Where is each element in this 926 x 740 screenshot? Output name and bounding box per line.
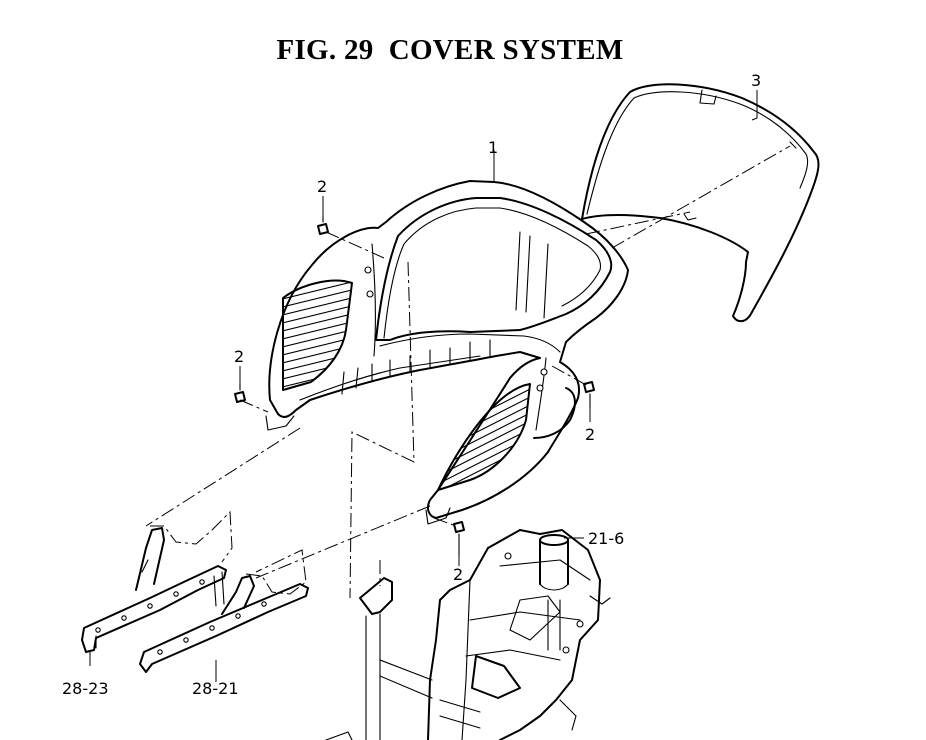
leader-lines bbox=[89, 90, 758, 682]
callout-part-1: 1 bbox=[488, 138, 498, 157]
callout-part-3: 3 bbox=[751, 71, 761, 90]
bracket-28-23 bbox=[81, 510, 233, 653]
bolt-top bbox=[317, 215, 329, 235]
rear-cover-panel bbox=[581, 83, 820, 323]
bolt-left bbox=[234, 383, 246, 403]
bolt-bottom bbox=[453, 521, 465, 557]
bolt-right bbox=[583, 381, 595, 409]
callout-part-2-left: 2 bbox=[234, 347, 244, 366]
left-grille bbox=[282, 279, 353, 391]
callout-part-21-6: 21-6 bbox=[588, 529, 624, 548]
callout-part-2-bottom: 2 bbox=[453, 565, 463, 584]
callout-part-28-23: 28-23 bbox=[62, 679, 109, 698]
bracket-28-21 bbox=[139, 549, 309, 673]
callout-part-28-21: 28-21 bbox=[192, 679, 239, 698]
tube-21-6 bbox=[539, 534, 569, 651]
right-grille bbox=[437, 383, 531, 491]
callout-part-2-right: 2 bbox=[585, 425, 595, 444]
alignment-lines bbox=[145, 145, 791, 599]
main-hood-cover bbox=[265, 180, 629, 525]
callout-part-2-top: 2 bbox=[317, 177, 327, 196]
figure-title: FIG. 29 COVER SYSTEM bbox=[276, 34, 624, 66]
support-frame bbox=[325, 529, 611, 740]
